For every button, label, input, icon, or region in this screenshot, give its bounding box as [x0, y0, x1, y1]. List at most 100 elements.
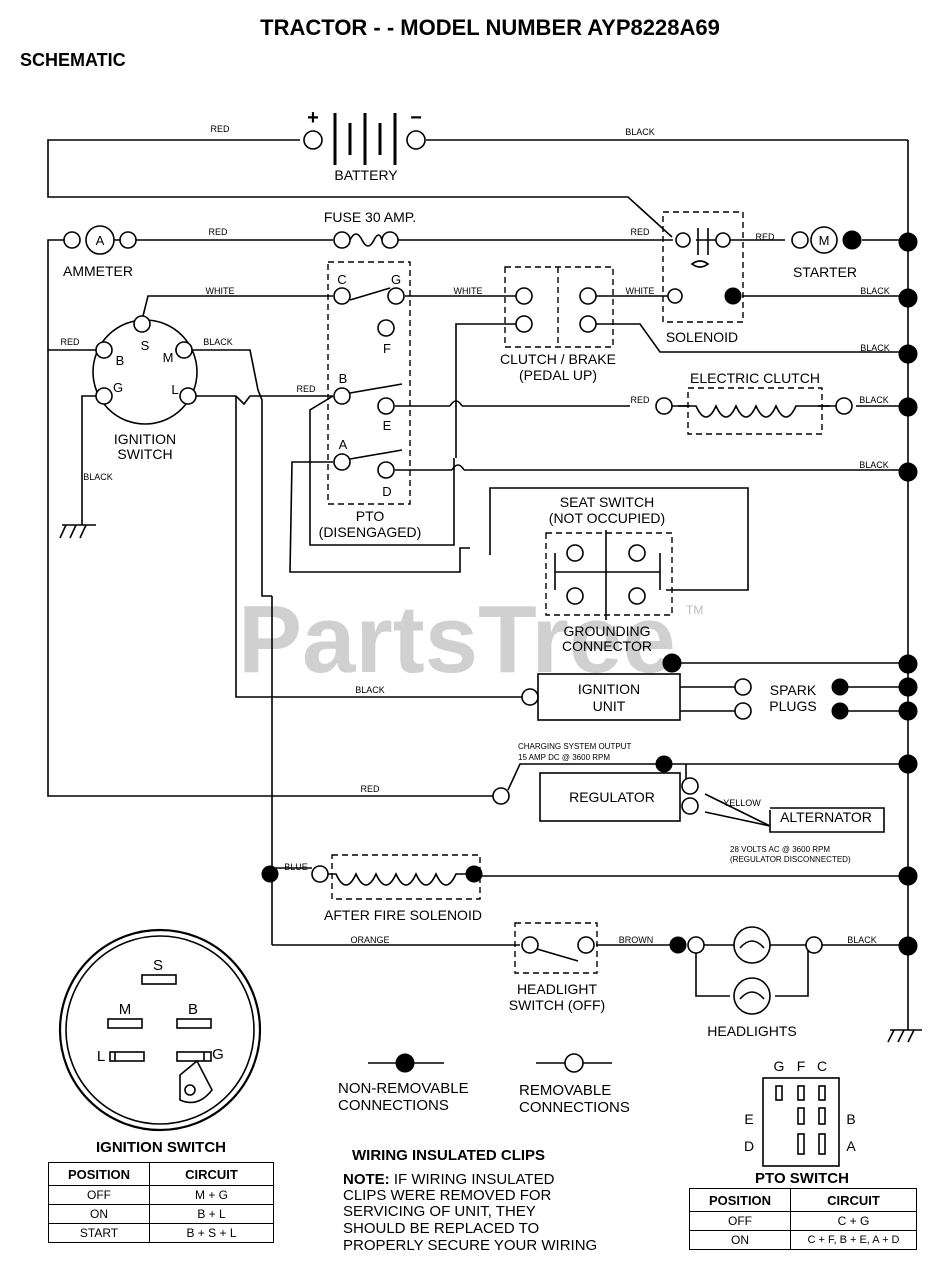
- regulator-label: REGULATOR: [569, 789, 655, 805]
- pto-terminal-c: C: [337, 272, 346, 287]
- pto-face-e: E: [744, 1111, 753, 1127]
- ignition-switch-face: S M B L G: [58, 928, 262, 1132]
- wire-label-red-fuse: RED: [630, 227, 650, 237]
- wire-label-black-iu: BLACK: [355, 685, 385, 695]
- starter: M STARTER: [791, 226, 862, 280]
- pto-terminal-a: A: [339, 437, 348, 452]
- battery-plus: +: [307, 107, 319, 129]
- ign-terminal-m: M: [163, 350, 174, 365]
- wire-label-black-d: BLACK: [859, 460, 889, 470]
- pto-state: (DISENGAGED): [319, 524, 422, 540]
- wire-label-white-ign: WHITE: [206, 286, 235, 296]
- watermark: PartsTree: [238, 586, 676, 693]
- starter-label: STARTER: [793, 264, 857, 280]
- ign-face-s: S: [153, 957, 163, 974]
- wire-label-red-solenoid: RED: [755, 232, 775, 242]
- wire-label-red-ammeter: RED: [208, 227, 228, 237]
- table-cell: M + G: [149, 1185, 274, 1205]
- pto-face-a: A: [846, 1138, 856, 1154]
- wiring-clips-note-line-0: IF WIRING INSULATED: [390, 1171, 555, 1188]
- grounding-connector-label-2: CONNECTOR: [562, 638, 652, 654]
- pto-face-d: D: [744, 1138, 754, 1154]
- ammeter-label: AMMETER: [63, 263, 133, 279]
- pto-face-g: G: [774, 1058, 785, 1074]
- wire-label-black-sol: BLACK: [860, 286, 890, 296]
- table-header-circuit: CIRCUIT: [149, 1162, 274, 1186]
- wires: [47, 139, 909, 1030]
- clutch-brake-switch: CLUTCH / BRAKE (PEDAL UP): [500, 266, 616, 383]
- alternator: ALTERNATOR: [769, 807, 885, 833]
- pto-face-c: C: [817, 1058, 827, 1074]
- electric-clutch-label: ELECTRIC CLUTCH: [690, 370, 820, 386]
- wiring-clips-title: WIRING INSULATED CLIPS: [352, 1147, 545, 1164]
- watermark-tm: TM: [686, 603, 703, 617]
- starter-symbol: M: [819, 233, 830, 248]
- table-header-circuit: CIRCUIT: [790, 1188, 917, 1212]
- table-row: OFF M + G: [48, 1185, 274, 1205]
- ignition-switch-label: IGNITION: [114, 431, 176, 447]
- seat-switch-state: (NOT OCCUPIED): [549, 510, 665, 526]
- wire-label-yellow: YELLOW: [723, 798, 761, 808]
- ign-face-l: L: [97, 1048, 105, 1065]
- wire-label-red-l: RED: [296, 384, 316, 394]
- pto-terminal-f: F: [383, 341, 391, 356]
- table-header-row: POSITION CIRCUIT: [48, 1162, 274, 1186]
- legend-removable-2: CONNECTIONS: [519, 1099, 630, 1116]
- seat-switch-label: SEAT SWITCH: [560, 494, 654, 510]
- legend: NON-REMOVABLE CONNECTIONS REMOVABLE CONN…: [338, 1053, 630, 1116]
- solenoid: SOLENOID: [662, 211, 744, 345]
- pto-terminal-b: B: [339, 371, 348, 386]
- clutch-brake-label: CLUTCH / BRAKE: [500, 351, 616, 367]
- solenoid-label: SOLENOID: [666, 329, 738, 345]
- ignition-unit-label-2: UNIT: [593, 698, 626, 714]
- headlight-switch: HEADLIGHT SWITCH (OFF): [509, 922, 605, 1013]
- spark-plugs: SPARK PLUGS: [734, 678, 849, 720]
- table-cell: C + G: [790, 1211, 917, 1231]
- grounding-connector-label: GROUNDING: [563, 623, 650, 639]
- ammeter-symbol: A: [96, 233, 105, 248]
- spark-plugs-label: SPARK: [770, 682, 817, 698]
- pto-face-b: B: [846, 1111, 855, 1127]
- pto-switch-table-title: PTO SWITCH: [755, 1170, 849, 1187]
- pto-switch-table: POSITION CIRCUIT OFF C + G ON C + F, B +…: [689, 1188, 917, 1250]
- table-cell: START: [48, 1223, 150, 1243]
- table-cell: OFF: [689, 1211, 791, 1231]
- wire-label-brown: BROWN: [619, 935, 654, 945]
- headlight-switch-label: HEADLIGHT: [517, 981, 598, 997]
- battery: + − BATTERY: [303, 107, 426, 183]
- table-row: OFF C + G: [689, 1211, 917, 1231]
- wire-label-orange: ORANGE: [350, 935, 389, 945]
- ign-terminal-s: S: [141, 338, 150, 353]
- ground-symbol-right: [887, 1029, 922, 1043]
- table-cell: ON: [48, 1204, 150, 1224]
- seat-switch: SEAT SWITCH (NOT OCCUPIED) GROUNDING CON…: [545, 494, 682, 673]
- ignition-switch-label-2: SWITCH: [117, 446, 172, 462]
- headlight-switch-label-2: SWITCH (OFF): [509, 997, 605, 1013]
- wiring-clips-note: WIRING INSULATED CLIPS NOTE: IF WIRING I…: [343, 1147, 597, 1254]
- clutch-brake-state: (PEDAL UP): [519, 367, 597, 383]
- table-row: ON B + L: [48, 1204, 274, 1224]
- ammeter: A AMMETER: [63, 225, 137, 279]
- spark-plugs-label-2: PLUGS: [769, 698, 816, 714]
- ignition-switch-table-title: IGNITION SWITCH: [96, 1139, 226, 1156]
- wire-label-black-battery: BLACK: [625, 127, 655, 137]
- after-fire-solenoid: AFTER FIRE SOLENOID: [261, 854, 483, 923]
- table-header-position: POSITION: [48, 1162, 150, 1186]
- wire-label-white-pto: WHITE: [454, 286, 483, 296]
- table-cell: B + S + L: [149, 1223, 274, 1243]
- wire-label-red-ec: RED: [630, 395, 650, 405]
- table-cell: ON: [689, 1230, 791, 1250]
- wiring-clips-line-3: SERVICING OF UNIT, THEY: [343, 1203, 536, 1220]
- wire-label-white-cb: WHITE: [626, 286, 655, 296]
- ignition-unit: IGNITION UNIT: [521, 673, 681, 721]
- pto-label: PTO: [356, 508, 385, 524]
- legend-removable: REMOVABLE: [519, 1082, 611, 1099]
- electric-clutch: ELECTRIC CLUTCH: [655, 370, 853, 435]
- ign-face-m: M: [119, 1001, 132, 1018]
- page-title: TRACTOR - - MODEL NUMBER AYP8228A69: [260, 15, 720, 40]
- pto-switch: C G F B E A D PTO (DISENGAGED): [319, 261, 422, 540]
- ign-face-b: B: [188, 1001, 198, 1018]
- legend-non-removable: NON-REMOVABLE: [338, 1080, 469, 1097]
- pto-terminal-e: E: [383, 418, 392, 433]
